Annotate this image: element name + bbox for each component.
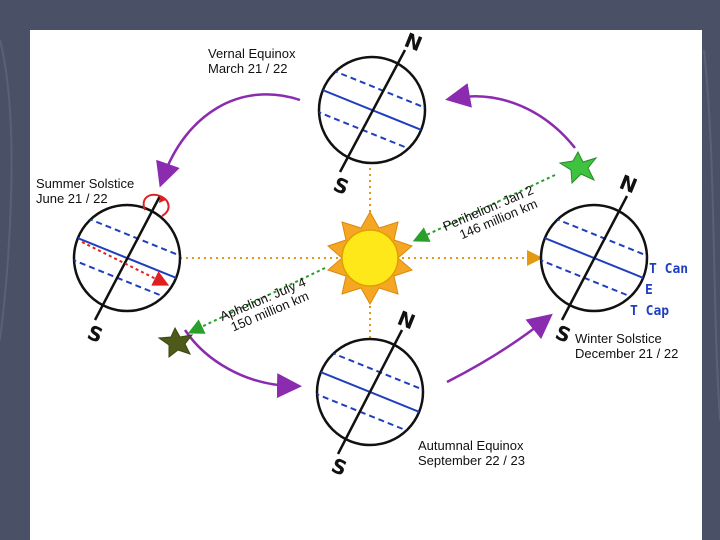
autumnal-equinox-date: September 22 / 23 (418, 453, 525, 468)
earth-summer-solstice (60, 193, 194, 321)
orbit-arrow-bottom-left (183, 329, 302, 399)
winter-solstice-title: Winter Solstice (575, 331, 662, 346)
earth-autumnal-equinox (303, 329, 437, 455)
tropic-of-capricorn-label: T Cap (630, 304, 670, 319)
sun (327, 210, 413, 306)
vernal-equinox-label: Vernal Equinox March 21 / 22 (208, 46, 295, 76)
earth-axis (93, 195, 162, 321)
autumnal-equinox-label: Autumnal Equinox September 22 / 23 (418, 438, 525, 468)
orbit-arrow-top-left (156, 93, 301, 188)
orbit-direction-arrows (156, 83, 576, 399)
orbit-axes (180, 120, 543, 390)
earth-axis (336, 329, 404, 455)
earth-axis (560, 195, 629, 321)
sun-core (341, 229, 399, 287)
earth-winter-solstice (527, 195, 661, 321)
vernal-equinox-title: Vernal Equinox (208, 46, 296, 61)
summer-solstice-date: June 21 / 22 (36, 191, 108, 206)
autumnal-equinox-title: Autumnal Equinox (418, 438, 524, 453)
winter-solstice-label: Winter Solstice December 21 / 22 (575, 331, 678, 361)
summer-solstice-title: Summer Solstice (36, 176, 135, 191)
earth-vernal-equinox (305, 49, 439, 173)
tropic-of-cancer-label: T Can (649, 262, 689, 277)
perihelion-earth-star (558, 150, 598, 185)
aphelion-earth-star (157, 326, 194, 359)
vernal-equinox-date: March 21 / 22 (208, 61, 288, 76)
winter-solstice-date: December 21 / 22 (575, 346, 679, 361)
sun-ray-arrow (81, 241, 170, 286)
earth-axis (338, 49, 407, 173)
summer-solstice-label: Summer Solstice June 21 / 22 (36, 176, 134, 206)
aphelion-distance-arrow (187, 267, 326, 334)
orbit-arrow-bottom-right (446, 313, 553, 384)
equator-label: E (645, 283, 653, 298)
orbit-arrow-top-right (445, 83, 576, 149)
perihelion-distance-arrow (412, 174, 556, 242)
